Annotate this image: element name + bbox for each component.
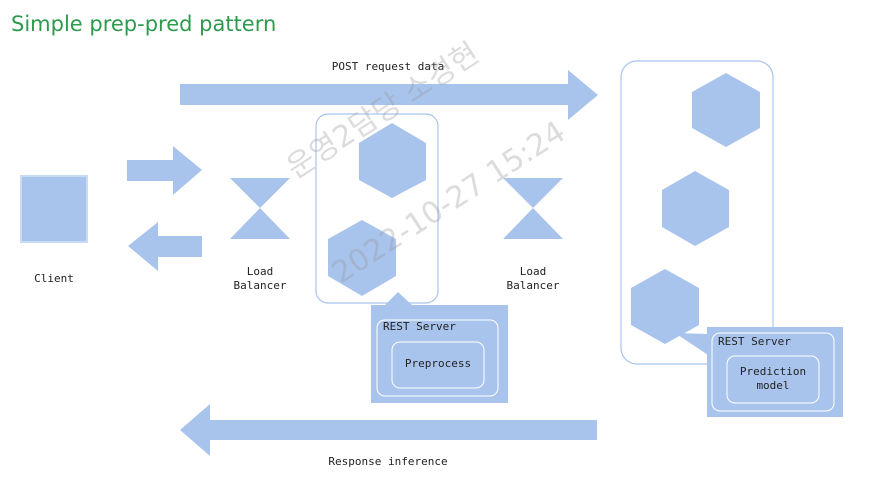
post-request-label: POST request data xyxy=(331,60,445,73)
load-balancer-left-icon xyxy=(230,178,290,239)
client-box xyxy=(20,175,88,243)
rest-server-preprocess-label: REST Server xyxy=(383,320,456,333)
client-label: Client xyxy=(34,272,74,285)
rest-server-preprocess-box xyxy=(371,305,508,403)
load-balancer-right-icon xyxy=(503,178,563,239)
preprocess-label: Preprocess xyxy=(404,357,472,370)
post-request-arrow xyxy=(180,70,598,120)
load-balancer-left-label: Load Balancer xyxy=(233,265,287,292)
prediction-hexagon-1 xyxy=(692,73,760,147)
lb-to-client-arrow xyxy=(128,222,202,271)
response-inference-arrow xyxy=(180,404,597,456)
prediction-model-module xyxy=(726,355,820,404)
prediction-model-label: Prediction model xyxy=(739,365,807,392)
client-to-lb-arrow xyxy=(127,146,202,195)
response-inference-label: Response inference xyxy=(328,455,448,468)
preprocess-container xyxy=(315,113,439,304)
rest-server-prediction-box xyxy=(707,327,843,417)
rest-server-prediction-inner xyxy=(711,332,835,412)
prediction-container xyxy=(620,60,774,365)
preprocess-callout-pointer xyxy=(385,292,412,305)
prediction-callout-pointer xyxy=(675,333,708,355)
preprocess-module xyxy=(391,341,485,389)
load-balancer-right-label: Load Balancer xyxy=(506,265,560,292)
rest-server-prediction-label: REST Server xyxy=(718,335,791,348)
page-title: Simple prep-pred pattern xyxy=(11,12,277,36)
prediction-hexagon-3 xyxy=(631,269,699,344)
rest-server-preprocess-inner xyxy=(376,319,499,397)
preprocess-hexagon-bottom xyxy=(328,220,396,296)
preprocess-hexagon-top xyxy=(359,123,426,198)
prediction-hexagon-2 xyxy=(662,171,729,246)
